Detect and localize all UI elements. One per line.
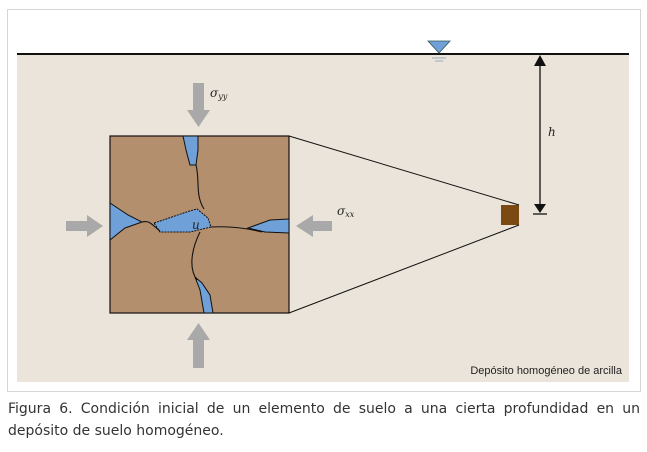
arrow-sigma-yy-bottom (187, 323, 210, 368)
depth-label: h (548, 125, 556, 139)
arrow-sigma-yy-top (187, 83, 210, 127)
depth-dimension (533, 55, 547, 215)
pore-pressure-label: u (192, 218, 200, 232)
soil-element (501, 205, 519, 225)
arrow-sigma-xx-right (296, 215, 332, 237)
soil-diagram: h u σyy σxx Depósito homogéneo de arcill… (17, 40, 629, 382)
soil-element-enlarged (109, 135, 290, 314)
zoom-line-bottom (288, 224, 520, 314)
deposit-label: Depósito homogéneo de arcilla (470, 365, 623, 377)
arrow-sigma-xx-left (66, 215, 103, 237)
water-table-icon (427, 40, 451, 62)
soil-deposit (17, 54, 629, 382)
figure-caption: Figura 6. Condición inicial de un elemen… (8, 401, 640, 439)
zoom-line-top (288, 135, 520, 206)
